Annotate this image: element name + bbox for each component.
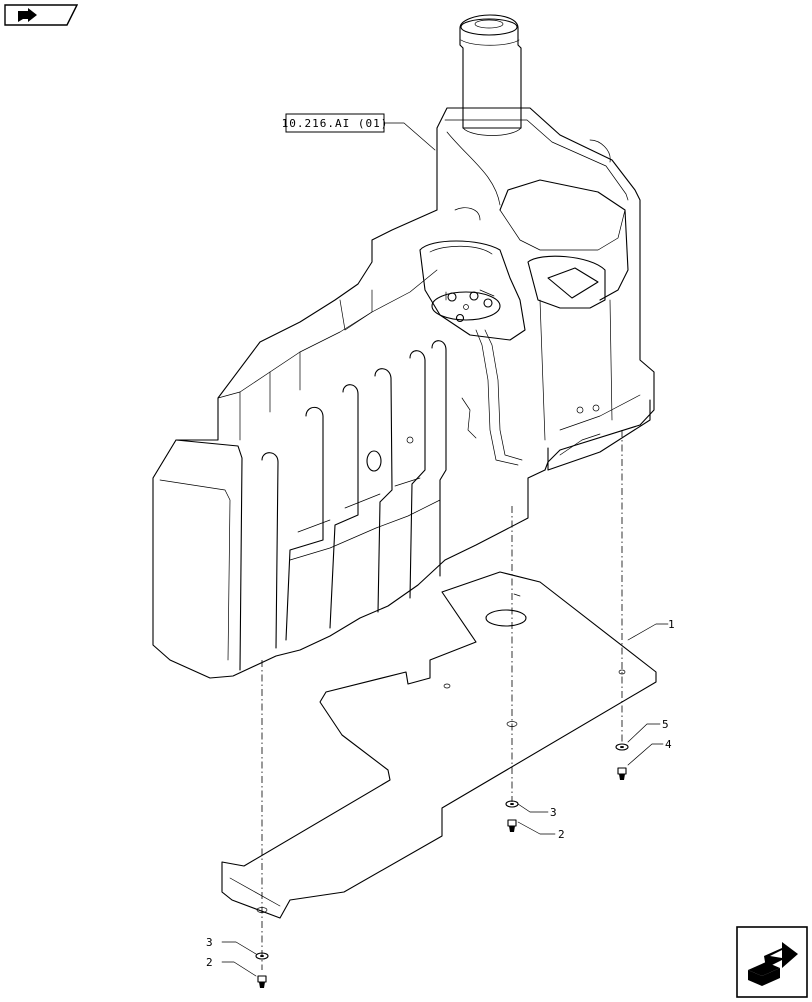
callout-5: 5: [662, 718, 669, 731]
callout-4: 4: [665, 738, 672, 751]
reference-label: 10.216.AI (01): [282, 117, 389, 130]
fuel-sender-unit: [431, 289, 501, 323]
previous-page-button[interactable]: [4, 4, 79, 26]
callout-1: 1: [668, 618, 675, 631]
bolt-left: [257, 975, 267, 988]
callout-2-left: 2: [206, 956, 213, 969]
callout-2-middle: 2: [558, 828, 565, 841]
forward-arrow-icon: [736, 926, 808, 998]
callout-leaders: [221, 122, 669, 977]
callout-3-middle: 3: [550, 806, 557, 819]
bolt-right: [617, 767, 627, 780]
washer-right: [615, 743, 629, 751]
bolt-middle: [507, 819, 517, 832]
reference-tag[interactable]: 10.216.AI (01): [282, 113, 389, 133]
next-page-button[interactable]: [736, 926, 808, 998]
washer-left: [255, 952, 269, 960]
assembly-centerlines: [261, 430, 623, 970]
callout-3-left: 3: [206, 936, 213, 949]
bottom-plate: [221, 571, 657, 919]
fuel-tank: [152, 14, 655, 679]
back-arrow-icon: [4, 4, 79, 26]
